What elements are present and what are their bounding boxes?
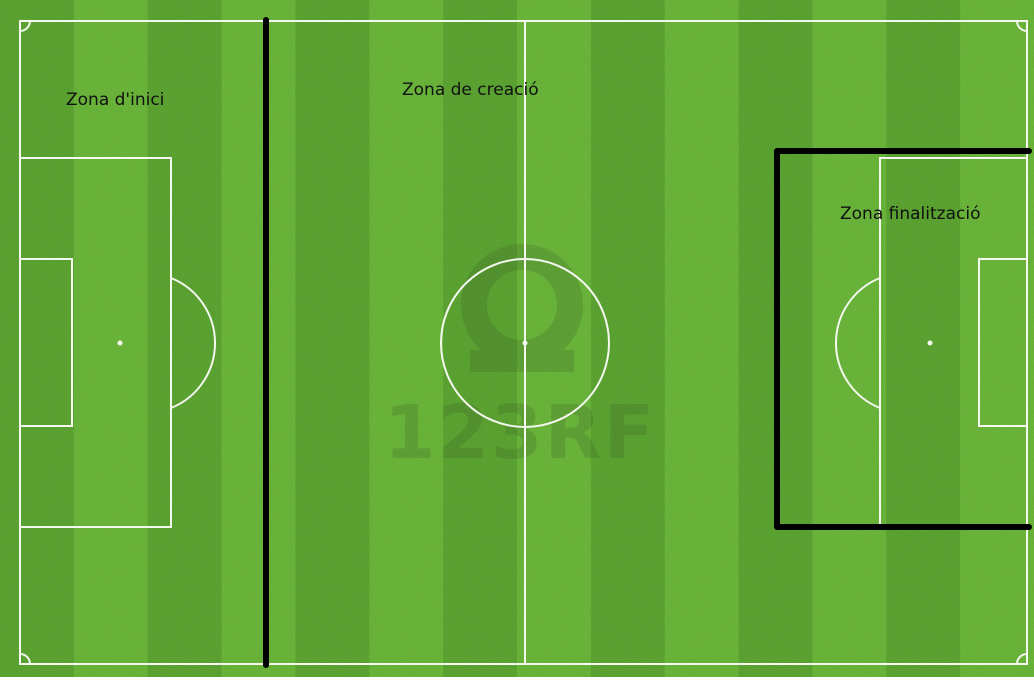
centre-spot bbox=[523, 341, 528, 346]
right-penalty-spot bbox=[928, 341, 933, 346]
watermark-text: 123RF bbox=[384, 390, 656, 476]
creation-zone-label: Zona de creació bbox=[402, 82, 539, 99]
left-penalty-spot bbox=[118, 341, 123, 346]
start-zone-label: Zona d'inici bbox=[66, 92, 164, 109]
finishing-zone-label: Zona finalització bbox=[840, 206, 980, 223]
